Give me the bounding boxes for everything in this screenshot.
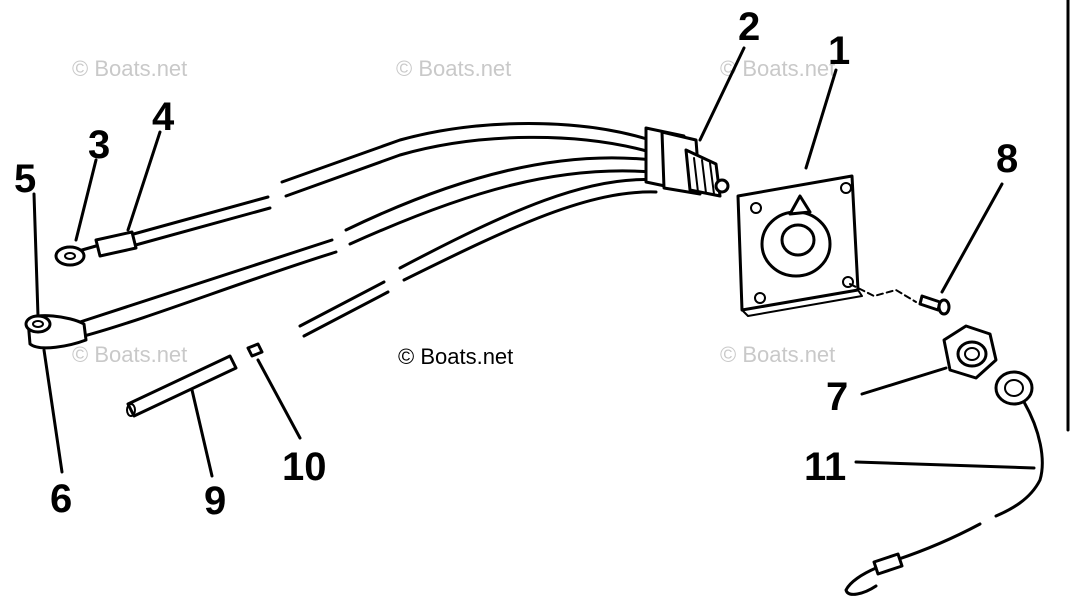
leader-9 — [190, 388, 214, 478]
screw-head — [937, 298, 951, 316]
wire-mid-b — [348, 169, 654, 246]
leader-3 — [74, 158, 98, 242]
callout-9: 9 — [204, 479, 226, 523]
watermark-center: © Boats.net — [398, 344, 513, 369]
lanyard-crimp — [872, 552, 904, 576]
terminal-ring-hole — [64, 252, 76, 260]
lanyard-cord-upper — [994, 400, 1044, 518]
watermark-mid-right: © Boats.net — [720, 342, 835, 367]
switch-thread-2 — [701, 159, 707, 194]
lanyard-cord-lower — [894, 522, 982, 562]
switch-assembly — [644, 126, 730, 198]
lanyard-clip — [844, 370, 1044, 596]
screw-path — [849, 283, 917, 303]
wire-low-d — [302, 290, 390, 338]
callout-numbers: 1 2 3 4 5 6 7 8 9 10 11 — [14, 5, 1018, 523]
wire-upper-a — [280, 122, 652, 184]
terminal-sleeve — [94, 230, 138, 258]
ring-terminal — [54, 230, 138, 267]
terminal-neck — [80, 244, 98, 252]
warning-triangle-icon — [788, 194, 812, 216]
mounting-plate — [736, 174, 917, 317]
nut-bore — [956, 340, 988, 368]
leader-2 — [698, 46, 746, 142]
wire-low-a — [398, 178, 658, 270]
watermark-top-left: © Boats.net — [72, 56, 187, 81]
wire-upper-b — [284, 135, 652, 198]
sleeve-body — [126, 354, 238, 418]
nut-thread — [964, 347, 980, 361]
callout-6: 6 — [50, 477, 72, 521]
leader-10 — [256, 358, 302, 440]
leader-7 — [860, 366, 948, 396]
callout-8: 8 — [996, 137, 1018, 181]
sleeve-end — [126, 403, 136, 417]
switch-thread-3 — [709, 162, 715, 195]
watermarks-faded: © Boats.net © Boats.net © Boats.net © Bo… — [72, 56, 835, 367]
plate-bore — [780, 223, 816, 257]
wire-mid-d — [82, 250, 338, 338]
eyelet-terminal — [24, 314, 88, 350]
plate-edge — [741, 289, 863, 317]
leader-4 — [126, 130, 162, 232]
wire-upper-c — [128, 195, 270, 237]
terminal-ring — [54, 245, 86, 267]
callout-7: 7 — [826, 375, 848, 419]
sleeve-tube — [126, 354, 238, 418]
plate-hole-tr — [840, 182, 852, 194]
screw-shank — [918, 294, 942, 312]
wire-low-b — [402, 190, 658, 282]
leader-lines — [32, 46, 1036, 478]
callout-11: 11 — [804, 445, 846, 489]
cap-body — [246, 342, 264, 358]
plate-hole-bl — [754, 292, 766, 304]
callout-10: 10 — [282, 445, 327, 489]
callout-4: 4 — [152, 95, 175, 139]
plate-hole-br — [842, 276, 854, 288]
callout-2: 2 — [738, 5, 760, 49]
wire-harness — [24, 122, 658, 350]
watermark-mid-left: © Boats.net — [72, 342, 187, 367]
leader-5 — [32, 192, 40, 318]
wire-mid-c — [78, 238, 334, 324]
watermark-top-center: © Boats.net — [396, 56, 511, 81]
wire-mid-a — [344, 156, 654, 232]
plate-hole-tl — [750, 202, 762, 214]
eyelet-hole — [32, 320, 44, 328]
eyelet-ring — [24, 314, 52, 334]
screw — [918, 294, 951, 316]
switch-thread-1 — [693, 157, 699, 193]
hex-nut — [942, 324, 998, 380]
wire-low-c — [298, 280, 386, 328]
callout-3: 3 — [88, 123, 110, 167]
switch-plunger — [714, 178, 730, 194]
leader-11 — [854, 460, 1036, 470]
callout-1: 1 — [828, 29, 850, 73]
callout-5: 5 — [14, 157, 36, 201]
clip-cap — [994, 370, 1034, 406]
leader-8 — [940, 182, 1004, 294]
leader-6 — [42, 348, 64, 474]
lanyard-snap-hook — [844, 566, 878, 596]
end-cap — [246, 342, 264, 358]
wire-upper-d — [130, 206, 272, 248]
clip-cap-inner — [1004, 379, 1024, 397]
leader-1 — [804, 68, 838, 170]
